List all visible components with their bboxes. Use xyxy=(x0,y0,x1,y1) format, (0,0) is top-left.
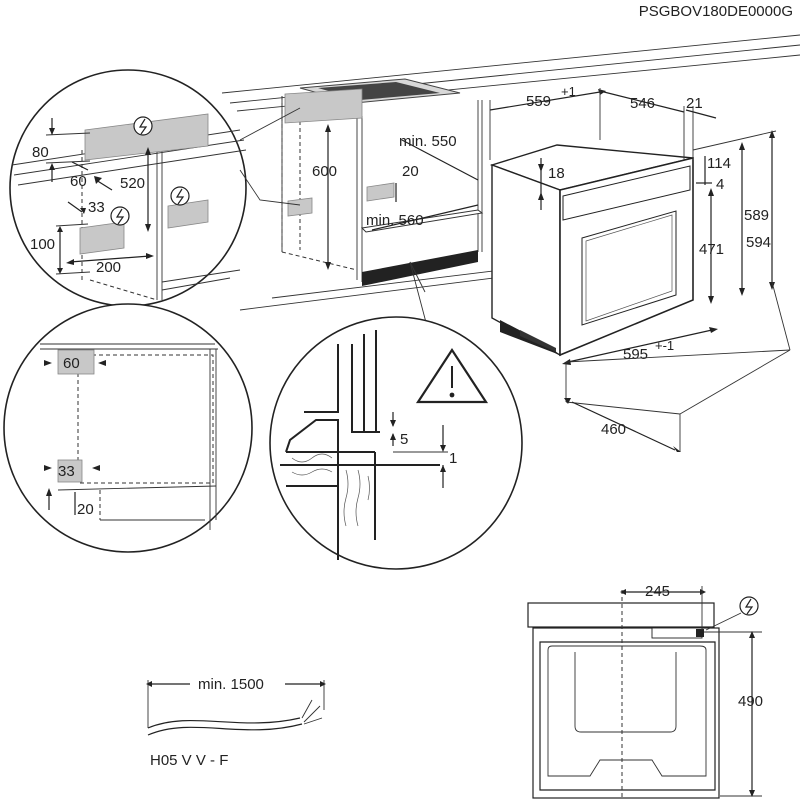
dim-top-gap: 114 xyxy=(707,155,731,172)
detail-clearance: 5 1 xyxy=(269,261,523,570)
dim-vent-bottom: 33 xyxy=(58,463,75,480)
dim-socket-low: 100 xyxy=(30,236,55,253)
oven-side-view xyxy=(489,144,694,357)
detail-ventilation: 60 33 20 xyxy=(3,303,253,553)
dim-niche-width: 559 xyxy=(526,93,551,110)
lightning-bolt-icon xyxy=(739,596,759,616)
document-code: PSGBOV180DE0000G xyxy=(639,3,793,20)
oven-dimensions: 559 +1 546 21 114 4 18 471 589 xyxy=(489,84,791,452)
dim-oven-depth: 546 xyxy=(630,95,655,112)
dim-oven-height-total: 594 xyxy=(746,234,771,251)
dim-socket-height: 80 xyxy=(32,144,49,161)
lightning-bolt-icon xyxy=(133,116,153,136)
dim-door-height: 471 xyxy=(699,241,724,258)
dim-oven-width: 595 xyxy=(623,346,648,363)
lightning-bolt-icon xyxy=(170,186,190,206)
dim-top-margin: 18 xyxy=(548,165,565,182)
dim-niche-gap: 20 xyxy=(402,163,419,180)
dim-depth-bottom: 460 xyxy=(601,421,626,438)
dim-oven-width-tol: +-1 xyxy=(655,338,674,353)
lightning-bolt-icon xyxy=(110,206,130,226)
dim-socket-offset: 60 xyxy=(70,173,87,190)
power-cable: min. 1500 H05 V V - F xyxy=(146,676,326,769)
dim-vent-top: 60 xyxy=(63,355,80,372)
plinth xyxy=(362,250,478,286)
dim-niche-depth-bottom: min. 560 xyxy=(366,212,424,229)
dim-side-offset: 4 xyxy=(716,176,724,193)
dim-niche-width-tol: +1 xyxy=(561,84,576,99)
dim-socket-side: 33 xyxy=(88,199,105,216)
dim-cable-length: min. 1500 xyxy=(198,676,264,693)
dim-niche-depth-top: min. 550 xyxy=(399,133,457,150)
cable-type: H05 V V - F xyxy=(150,752,228,769)
kitchen-cabinet xyxy=(221,34,800,311)
dim-oven-height-front: 589 xyxy=(744,207,769,224)
dim-socket-drop: 520 xyxy=(120,175,145,192)
dim-clearance-1: 1 xyxy=(449,450,457,467)
dim-socket-width: 200 xyxy=(96,259,121,276)
detail-socket-position: 80 60 520 33 100 200 xyxy=(9,69,301,307)
oven-rear-view: 245 490 xyxy=(527,583,763,800)
niche-dimensions: 600 min. 550 20 min. 560 xyxy=(312,124,479,270)
dim-connection-offset: 245 xyxy=(645,583,670,600)
dim-connection-height: 490 xyxy=(738,693,763,710)
dim-vent-gap: 20 xyxy=(77,501,94,518)
warning-triangle-icon xyxy=(415,347,489,404)
dim-clearance-5: 5 xyxy=(400,431,408,448)
dim-front-panel: 21 xyxy=(686,95,703,112)
dim-niche-height: 600 xyxy=(312,163,337,180)
